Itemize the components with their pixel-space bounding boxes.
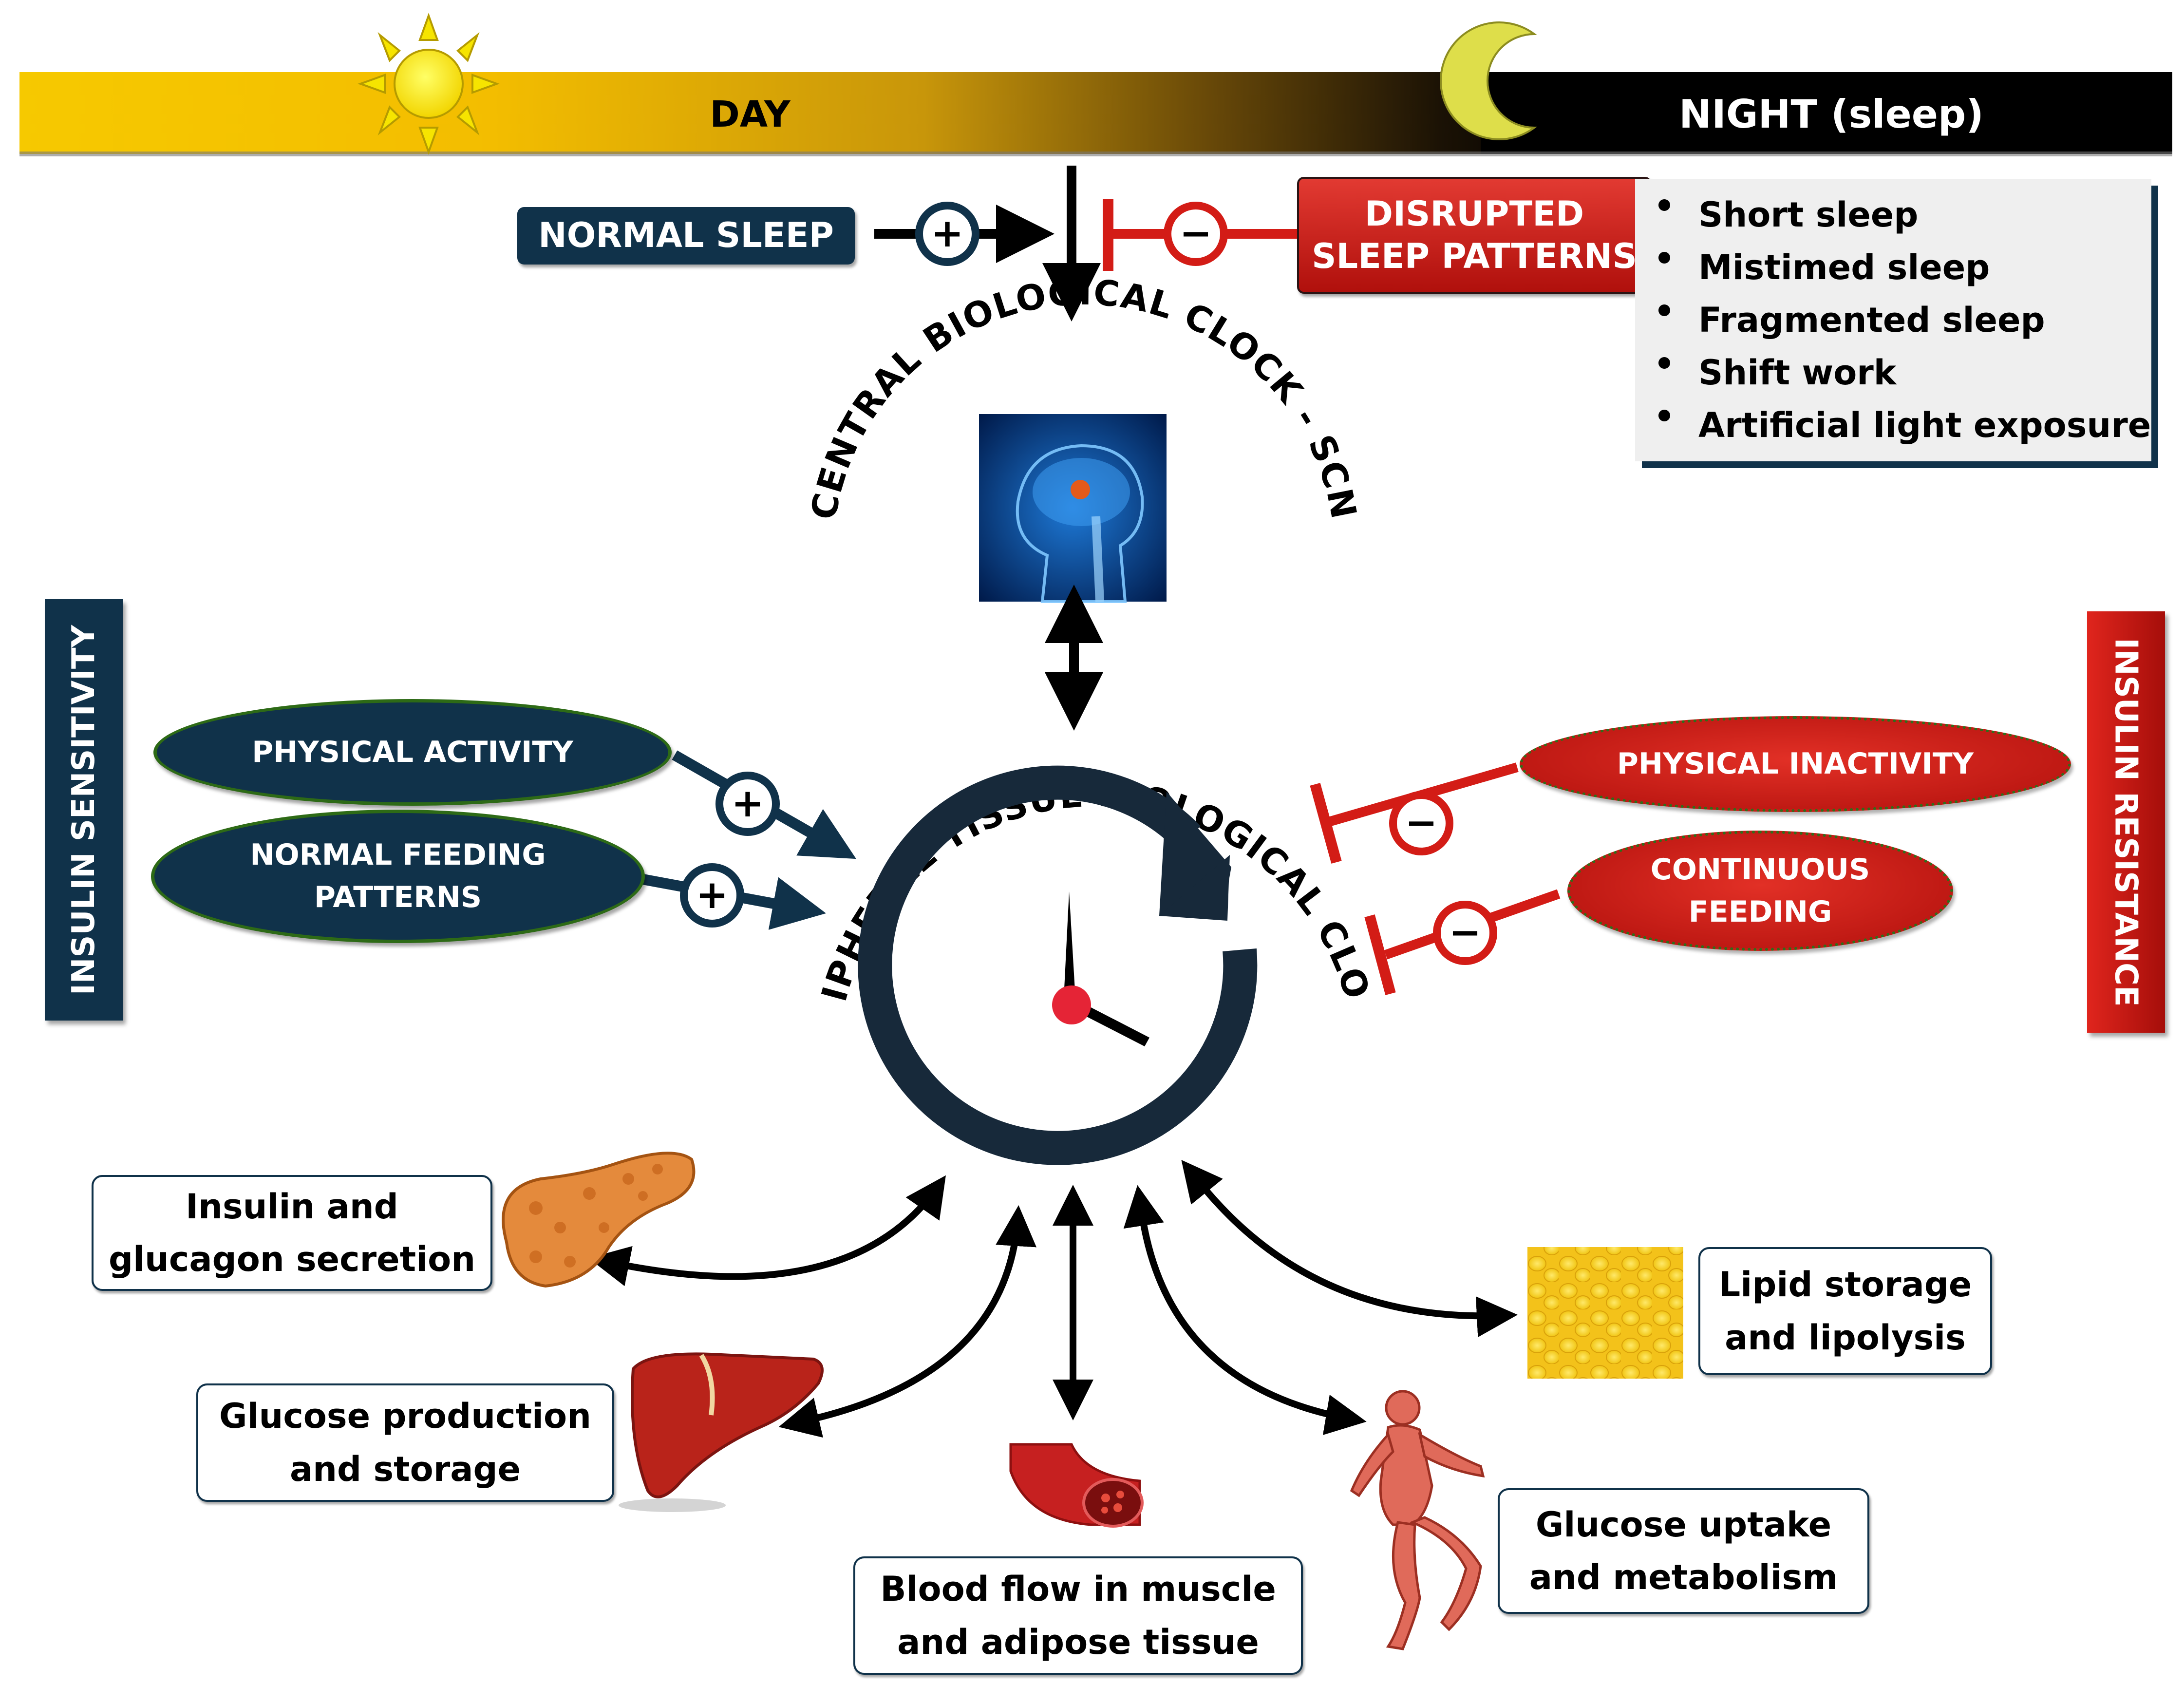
pancreas-line-1: Insulin and [186, 1186, 398, 1227]
vessel-line-2: and adipose tissue [897, 1622, 1259, 1662]
vessel-line-1: Blood flow in muscle [880, 1569, 1276, 1609]
feeding-line-2: PATTERNS [314, 880, 482, 914]
liver-line-1: Glucose production [219, 1396, 591, 1436]
continuous-line-1: CONTINUOUS [1650, 852, 1870, 887]
tissue-arrows [588, 1160, 1518, 1438]
continuous-feeding-oval: CONTINUOUS FEEDING [1567, 831, 1953, 951]
normal-feeding-oval: NORMAL FEEDING PATTERNS [151, 810, 645, 943]
svg-text:+: + [696, 872, 728, 917]
svg-text:−: − [1179, 210, 1212, 256]
fat-line-2: and lipolysis [1725, 1317, 1966, 1358]
pancreas-icon [502, 1152, 696, 1288]
disrupted-line-1: DISRUPTED [1364, 193, 1584, 234]
list-item: Shift work [1635, 346, 2151, 399]
physical-activity-oval: PHYSICAL ACTIVITY [153, 699, 672, 806]
muscle-line-1: Glucose uptake [1535, 1504, 1832, 1545]
blood-flow-box: Blood flow in muscle and adipose tissue [853, 1556, 1303, 1675]
list-item: Short sleep [1635, 189, 2151, 241]
plus-sign-activity: + [715, 772, 780, 836]
night-label: NIGHT (sleep) [1679, 92, 1984, 137]
liver-line-2: and storage [289, 1449, 521, 1489]
continuous-line-2: FEEDING [1688, 894, 1832, 929]
liver-box: Glucose production and storage [196, 1383, 614, 1502]
disruption-list: Short sleep Mistimed sleep Fragmented sl… [1635, 179, 2151, 461]
minus-sign-inactivity: − [1389, 791, 1453, 855]
clock-icon [858, 765, 1258, 1165]
brain-icon [979, 414, 1167, 603]
insulin-resistance-label: INSULIN RESISTANCE [2108, 637, 2144, 1007]
fat-line-1: Lipid storage [1718, 1265, 1972, 1305]
svg-text:+: + [731, 780, 764, 826]
svg-text:+: + [931, 210, 963, 256]
physical-inactivity-oval: PHYSICAL INACTIVITY [1520, 716, 2071, 812]
moon-icon [1440, 21, 1538, 140]
disrupted-sleep-label: DISRUPTED SLEEP PATTERNS [1297, 177, 1652, 294]
normal-sleep-label: NORMAL SLEEP [517, 207, 855, 265]
pancreas-line-2: glucagon secretion [108, 1239, 476, 1279]
muscle-line-2: and metabolism [1529, 1557, 1838, 1597]
plus-sign-normal-sleep: + [915, 202, 979, 266]
minus-sign-continuous: − [1433, 901, 1497, 965]
svg-text:−: − [1449, 909, 1481, 955]
list-item: Artificial light exposure [1635, 399, 2151, 452]
sun-icon [358, 13, 500, 155]
day-label: DAY [710, 93, 791, 135]
insulin-sensitivity-label: INSULIN SENSITIVITY [66, 625, 102, 995]
pancreas-box: Insulin and glucagon secretion [92, 1175, 492, 1291]
list-item: Fragmented sleep [1635, 294, 2151, 346]
fat-tissue-icon [1527, 1247, 1683, 1379]
blood-vessel-icon [1009, 1443, 1144, 1528]
muscle-figure-icon [1350, 1390, 1485, 1650]
list-item: Mistimed sleep [1635, 241, 2151, 294]
svg-text:−: − [1405, 800, 1437, 845]
plus-sign-feeding: + [680, 863, 744, 928]
insulin-sensitivity-bar: INSULIN SENSITIVITY [45, 599, 123, 1021]
glucose-uptake-box: Glucose uptake and metabolism [1498, 1488, 1869, 1614]
liver-icon [619, 1352, 824, 1512]
minus-sign-disrupted: − [1164, 202, 1228, 266]
insulin-resistance-bar: INSULIN RESISTANCE [2087, 611, 2165, 1033]
disrupted-line-2: SLEEP PATTERNS [1312, 236, 1637, 276]
lipid-storage-box: Lipid storage and lipolysis [1698, 1247, 1992, 1375]
feeding-line-1: NORMAL FEEDING [250, 838, 546, 872]
